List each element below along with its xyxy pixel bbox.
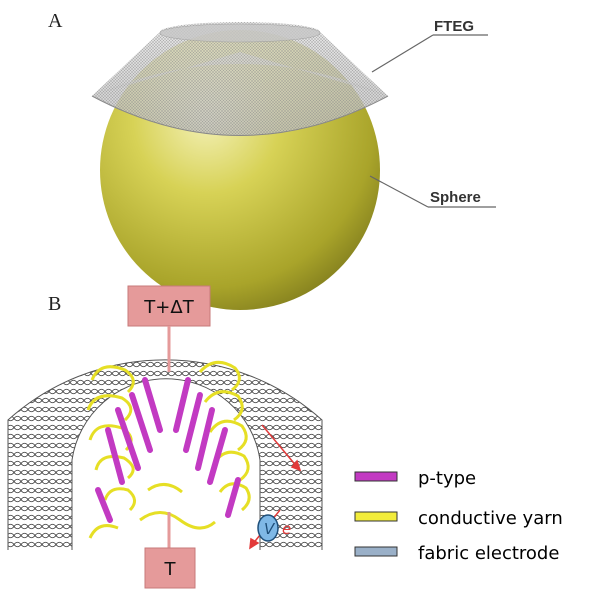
knitted-fabric-arch bbox=[7, 359, 323, 550]
legend-label: fabric electrode bbox=[418, 543, 559, 564]
cold-side-box: T bbox=[144, 512, 196, 589]
panel-b-label: B bbox=[48, 293, 61, 315]
legend-item-fabric-electrode: fabric electrode bbox=[354, 543, 559, 564]
cold-side-label: T bbox=[164, 559, 177, 580]
hot-side-box: T+ΔT bbox=[127, 285, 211, 372]
electron-label: e bbox=[282, 520, 291, 538]
panel-a-label: A bbox=[48, 10, 63, 32]
hot-side-label: T+ΔT bbox=[143, 297, 194, 318]
p-type-legs bbox=[95, 377, 241, 523]
legend-item-conductive-yarn: conductive yarn bbox=[354, 508, 563, 529]
voltage-symbol: V bbox=[257, 514, 279, 542]
legend-label: conductive yarn bbox=[418, 508, 563, 529]
legend-label: p-type bbox=[418, 468, 476, 489]
legend: p-type conductive yarn fabric electrode bbox=[354, 468, 563, 564]
sphere-label: Sphere bbox=[430, 189, 481, 206]
voltage-label: V bbox=[264, 520, 276, 538]
sphere-callout: Sphere bbox=[369, 175, 496, 208]
fteg-cone bbox=[91, 22, 389, 136]
fteg-label: FTEG bbox=[434, 18, 474, 35]
fteg-callout: FTEG bbox=[371, 18, 488, 73]
legend-item-p-type: p-type bbox=[354, 468, 476, 489]
